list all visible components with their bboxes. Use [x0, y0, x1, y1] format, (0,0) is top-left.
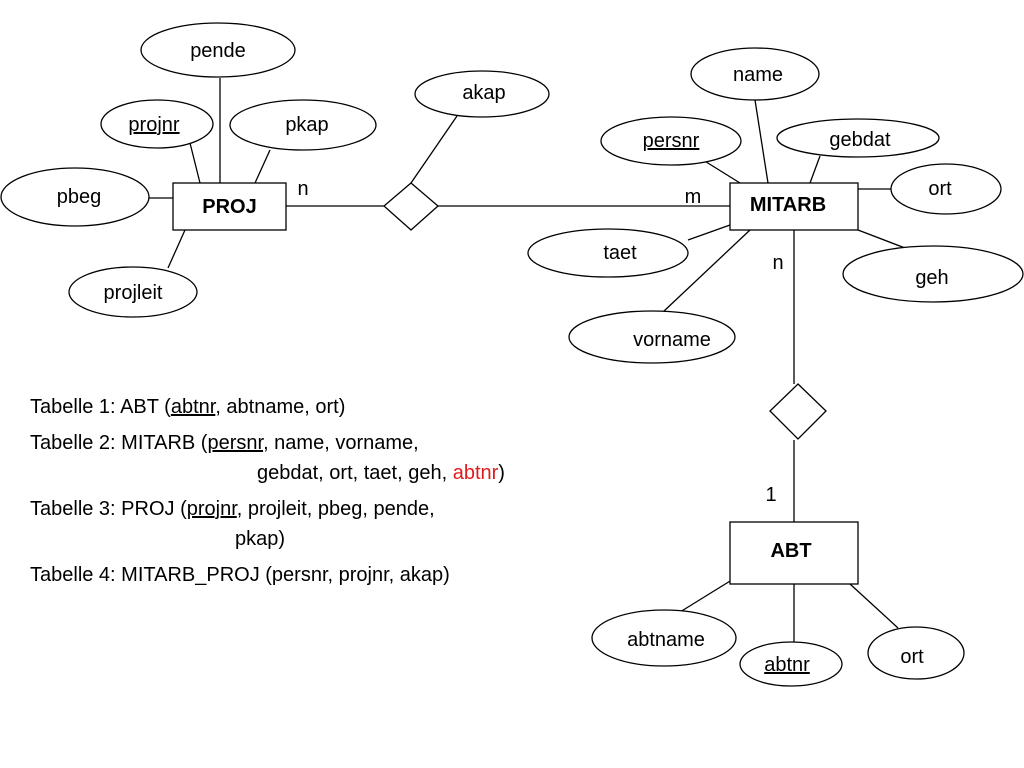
- entity-abt-box: [729, 521, 859, 585]
- entity-proj-label: PROJ: [202, 196, 256, 218]
- table-2-primary-key: persnr: [207, 432, 264, 454]
- attr-abt-ort-label: ort: [900, 646, 924, 668]
- attr-pende-label: pende: [190, 40, 246, 62]
- attr-akap-label: akap: [462, 82, 505, 104]
- attr-gebdat-ellipse: [776, 118, 940, 158]
- table-1-rest: , abtname, ort): [215, 396, 346, 418]
- cardinality-mitarb-n: n: [772, 252, 783, 274]
- line-proj-projleit: [167, 229, 186, 269]
- line-abt-ort: [849, 583, 899, 629]
- attr-pbeg-ellipse: [0, 167, 150, 227]
- attr-abtnr-ellipse: [739, 641, 843, 687]
- attr-akap-ellipse: [414, 70, 550, 118]
- line-proj-pkap: [254, 149, 271, 184]
- table-2-rest: , name, vorname,: [263, 432, 419, 454]
- table-3-prefix: Tabelle 3: PROJ (: [30, 498, 187, 520]
- relational-schema-tables: Tabelle 1: ABT (abtnr, abtname, ort) Tab…: [30, 392, 590, 590]
- cardinality-mitarb-m: m: [685, 186, 702, 208]
- attr-abtname-label: abtname: [627, 629, 705, 651]
- table-2-mitarb-line-1: Tabelle 2: MITARB (persnr, name, vorname…: [30, 428, 590, 458]
- cardinality-proj-n: n: [297, 178, 308, 200]
- table-4-text: Tabelle 4: MITARB_PROJ (persnr, projnr, …: [30, 564, 450, 586]
- entity-mitarb-box: [729, 182, 859, 231]
- attr-vorname-ellipse: [568, 310, 736, 364]
- table-2-close: ): [498, 462, 505, 484]
- relationship-diamond-mitarb-proj: [383, 182, 439, 231]
- attr-pende-ellipse: [140, 22, 296, 78]
- attr-persnr-label: persnr: [643, 130, 700, 152]
- attr-persnr-ellipse: [600, 116, 742, 166]
- line-mitarb-gebdat: [809, 155, 821, 184]
- entity-mitarb-label: MITARB: [750, 194, 826, 216]
- connector-lines: [148, 78, 906, 645]
- table-3-proj-line-2: pkap): [30, 524, 590, 554]
- line-mitarb-taet: [687, 224, 731, 241]
- table-2-prefix: Tabelle 2: MITARB (: [30, 432, 208, 454]
- attr-taet-ellipse: [527, 228, 689, 278]
- table-1-primary-key: abtnr: [170, 396, 216, 418]
- line-mitarb-name: [754, 99, 769, 184]
- table-3-line-2-text: pkap): [235, 528, 286, 550]
- attr-vorname-label: vorname: [633, 329, 711, 351]
- entity-proj-box: [172, 182, 287, 231]
- line-mitarb-persnr: [702, 159, 741, 184]
- attr-pkap-ellipse: [229, 99, 377, 151]
- attr-mitarb-ort-label: ort: [928, 178, 952, 200]
- attr-mitarb-ort-ellipse: [890, 163, 1002, 215]
- line-mitarb-vorname: [662, 229, 751, 313]
- line-mitarb-geh: [857, 229, 906, 249]
- table-2-foreign-key: abtnr: [452, 462, 499, 484]
- attr-abt-ort-ellipse: [867, 626, 965, 680]
- attr-pkap-label: pkap: [285, 114, 328, 136]
- attr-abtname-ellipse: [591, 609, 737, 667]
- entity-abt-label: ABT: [770, 540, 811, 562]
- attr-pbeg-label: pbeg: [57, 186, 102, 208]
- table-2-line-2-text: gebdat, ort, taet, geh,: [257, 462, 453, 484]
- attr-abtnr-label: abtnr: [764, 654, 810, 676]
- line-relationship-akap: [410, 115, 458, 184]
- line-proj-projnr: [189, 142, 201, 184]
- table-3-rest: , projleit, pbeg, pende,: [236, 498, 435, 520]
- table-3-primary-key: projnr: [186, 498, 237, 520]
- table-1-abt: Tabelle 1: ABT (abtnr, abtname, ort): [30, 392, 590, 422]
- attr-projnr-label: projnr: [128, 114, 179, 136]
- attr-projleit-label: projleit: [104, 282, 163, 304]
- attr-projleit-ellipse: [68, 266, 198, 318]
- table-2-mitarb-line-2: gebdat, ort, taet, geh, abtnr): [30, 458, 590, 488]
- table-1-prefix: Tabelle 1: ABT (: [30, 396, 171, 418]
- table-4-mitarb-proj: Tabelle 4: MITARB_PROJ (persnr, projnr, …: [30, 560, 590, 590]
- attr-gebdat-label: gebdat: [829, 129, 891, 151]
- attr-projnr-ellipse: [100, 99, 214, 149]
- relationship-diamond-mitarb-abt: [769, 383, 827, 440]
- attr-geh-ellipse: [842, 245, 1024, 303]
- table-3-proj-line-1: Tabelle 3: PROJ (projnr, projleit, pbeg,…: [30, 494, 590, 524]
- cardinality-abt-1: 1: [765, 484, 776, 506]
- line-abt-abtname: [679, 577, 736, 613]
- attr-name-label: name: [733, 64, 783, 86]
- attr-name-ellipse: [690, 47, 820, 101]
- attr-geh-label: geh: [915, 267, 948, 289]
- attr-taet-label: taet: [603, 242, 637, 264]
